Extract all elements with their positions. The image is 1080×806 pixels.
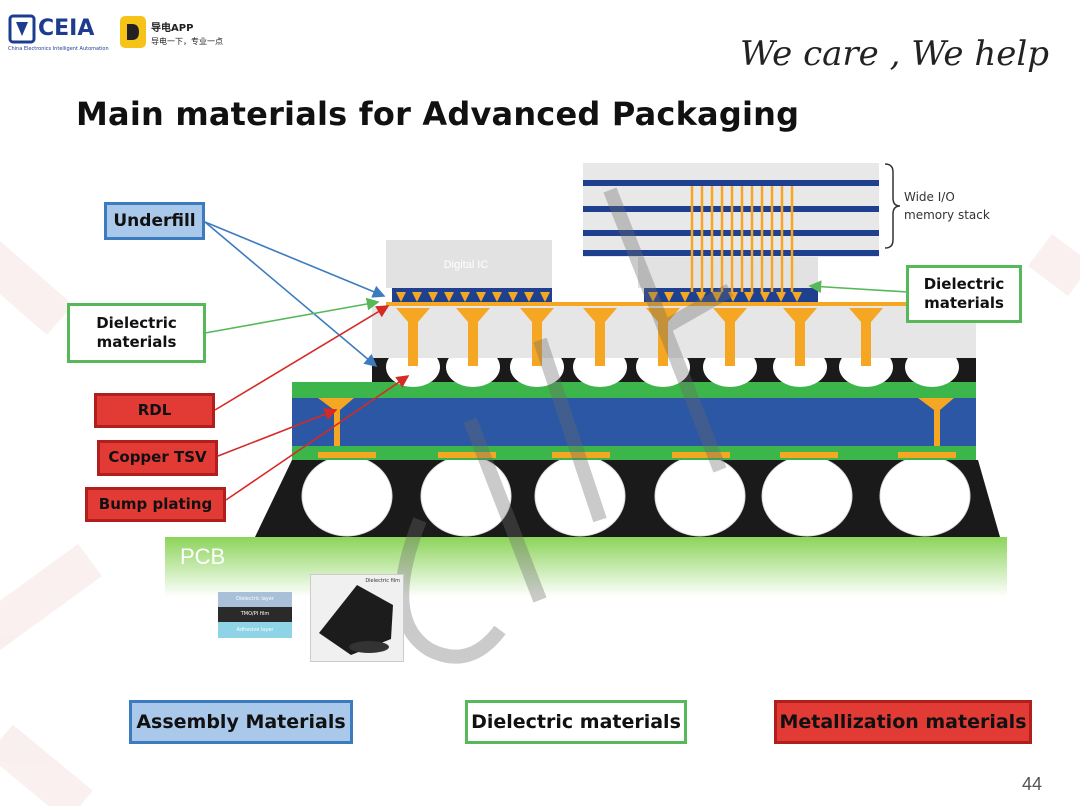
memory-tsvs [690,186,794,292]
background-watermark [0,234,1080,806]
arrow-underfill-1 [204,221,386,298]
legend-metallization-materials: Metallization materials [774,700,1032,744]
callout-dielectric-left: Dielectric materials [67,303,206,363]
arrow-dielectric-left [204,297,380,334]
tagline: We care , We help [740,34,1049,74]
inset-layer-1: Dielectric layer [218,592,292,607]
solder-balls [301,455,971,537]
inset-photo-label: Dielectric film [365,578,400,584]
callout-copper-tsv: Copper TSV [97,440,218,476]
inset-layer-stack: Dielectric layer TMO/PI film Adhesive la… [218,592,292,638]
substrate-green-bottom [292,446,976,460]
arrow-bump-plating [225,375,410,501]
arrow-dielectric-right [808,280,909,294]
page-title: Main materials for Advanced Packaging [76,95,800,133]
interposer-pillars [396,308,883,366]
rdl-line [386,302,976,306]
app-logo: 导电APP 导电一下，专业一点 [120,16,230,52]
inset-photo: Dielectric film [310,574,404,662]
arrow-copper-tsv [217,408,338,457]
app-logo-icon [120,16,146,48]
wide-io-bracket [884,163,901,249]
callout-arrows [204,221,909,501]
copper-tsv-pillars [318,398,954,446]
callout-dielectric-right: Dielectric materials [906,265,1022,323]
memory-bumps [648,292,802,302]
ceia-logo-subtitle: China Electronics Intelligent Automation [8,46,109,52]
ceia-watermark [395,187,734,664]
ceia-logo-icon [8,14,36,44]
wide-io-label: Wide I/O memory stack [904,190,990,222]
ceia-logo: CEIA China Electronics Intelligent Autom… [8,12,109,57]
legend-assembly-materials: Assembly Materials [129,700,353,744]
app-slogan: 导电一下，专业一点 [151,37,223,46]
substrate-blue [292,398,976,446]
arrow-rdl [214,305,390,411]
digital-ic-chip [386,240,552,288]
callout-rdl: RDL [94,393,215,428]
inset-layer-3: Adhesive layer [218,622,292,638]
ic-bumps [396,292,550,302]
pcb-label: PCB [180,544,226,569]
ceia-logo-text: CEIA [38,16,95,41]
film-roll-icon [319,585,393,655]
legend-dielectric-materials: Dielectric materials [465,700,687,744]
app-name: 导电APP [151,23,194,34]
inset-layer-2: TMO/PI film [218,607,292,622]
digital-ic-label: Digital IC [444,259,489,271]
memory-base-chip [638,256,818,288]
callout-bump-plating: Bump plating [85,487,226,522]
callout-underfill: Underfill [104,202,205,240]
bottom-bump-pads [318,452,956,458]
arrow-underfill-2 [204,221,378,368]
pcb-board [165,537,1007,597]
page-number: 44 [1022,774,1043,794]
